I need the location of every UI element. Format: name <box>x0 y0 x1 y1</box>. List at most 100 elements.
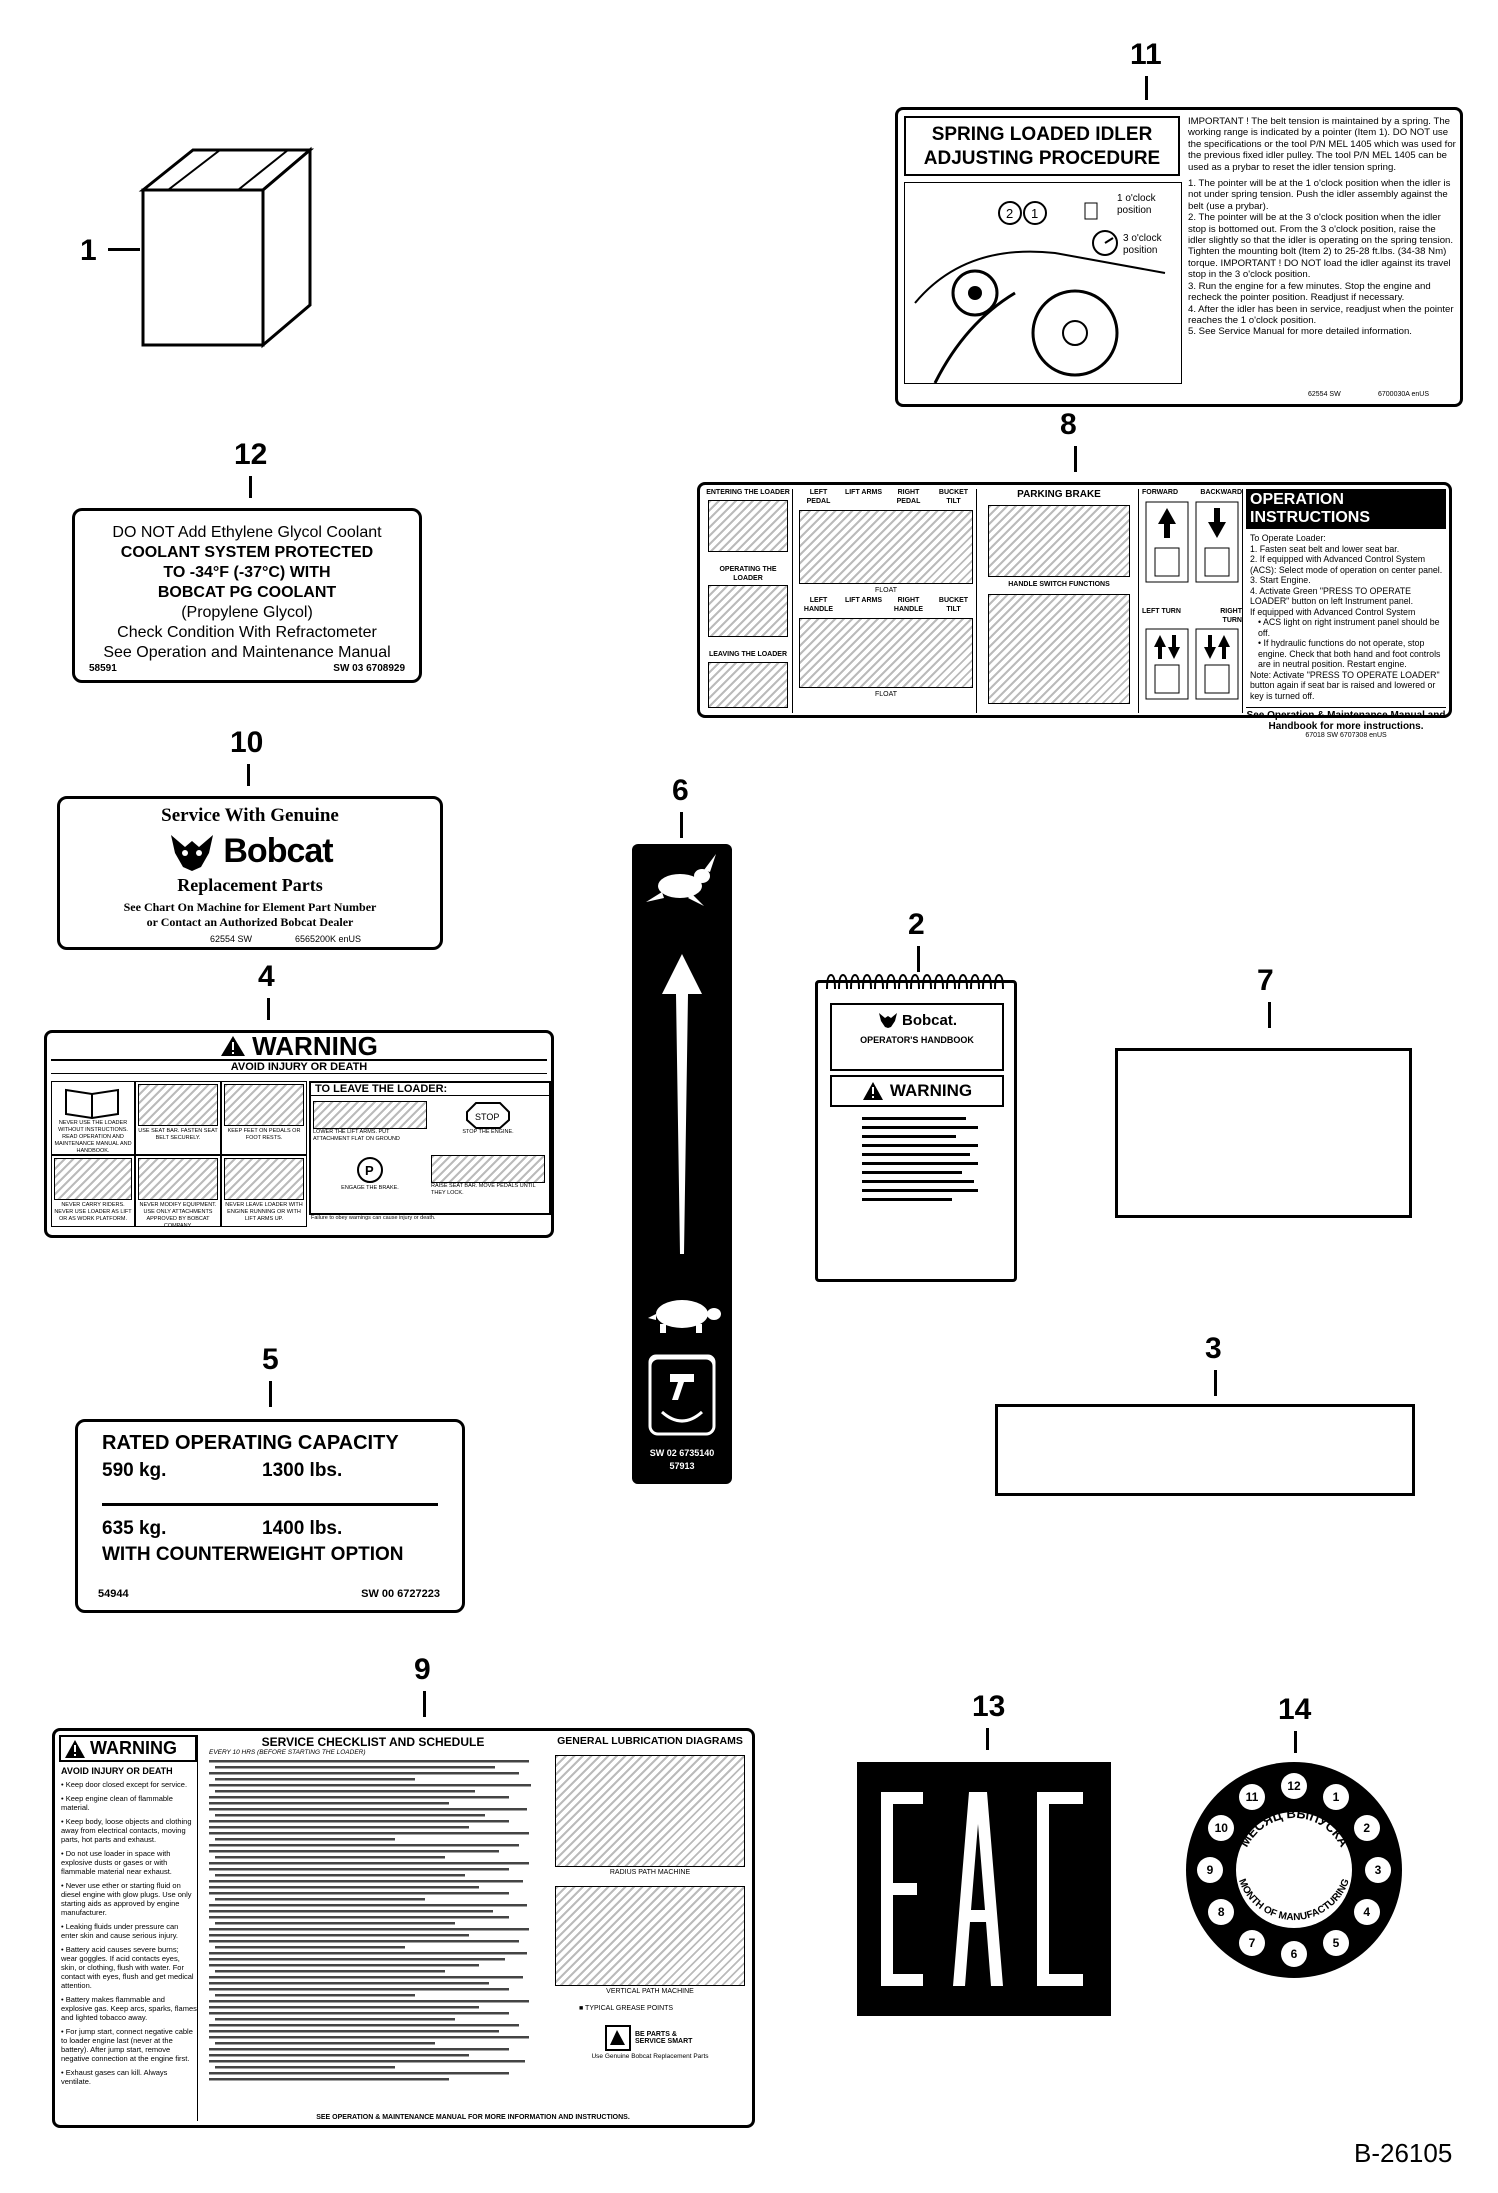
dial-month-4: 4 <box>1353 1899 1380 1925</box>
capacity-divider <box>102 1503 438 1506</box>
vertical-label: VERTICAL PATH MACHINE <box>606 1987 694 1995</box>
warning-cell-6-text: NEVER LEAVE LOADER WITH ENGINE RUNNING O… <box>225 1202 303 1222</box>
leave-step-3-text: ENGAGE THE BRAKE. <box>341 1185 399 1191</box>
decal-9-service-checklist: WARNING AVOID INJURY OR DEATH • Keep doo… <box>52 1728 755 2128</box>
operating-illustration <box>708 585 788 638</box>
op-step-4: 4. Activate Green "PRESS TO OPERATE LOAD… <box>1250 585 1414 607</box>
leader-line <box>1074 446 1077 472</box>
idler-title-box: SPRING LOADED IDLER ADJUSTING PROCEDURE <box>904 116 1180 176</box>
svg-text:P: P <box>365 1163 374 1178</box>
brake-column: PARKING BRAKE HANDLE SWITCH FUNCTIONS <box>980 489 1139 713</box>
dial-month-3: 3 <box>1365 1857 1391 1883</box>
idler-important: IMPORTANT ! The belt tension is maintain… <box>1188 116 1456 173</box>
dial-month-10: 10 <box>1208 1815 1235 1841</box>
item-number-10: 10 <box>230 726 264 759</box>
head-bucket-tilt-2: BUCKET TILT <box>938 597 969 613</box>
genuine-line4: See Chart On Machine for Element Part Nu… <box>123 900 377 914</box>
decal-5-rated-capacity: RATED OPERATING CAPACITY 590 kg. 1300 lb… <box>75 1419 465 1613</box>
leave-step-2: STOP STOP THE ENGINE. <box>431 1101 545 1153</box>
vertical-machine-illustration <box>555 1885 745 1986</box>
entering-label: ENTERING THE LOADER <box>706 489 790 496</box>
op-step-7: • If hydraulic functions do not operate,… <box>1258 638 1441 669</box>
strip-code-1: SW 02 6735140 <box>649 1448 715 1458</box>
capacity-kg-2: 635 kg. <box>102 1518 167 1539</box>
leader-line <box>247 764 250 786</box>
head-lift-arms-2: LIFT ARMS <box>844 597 883 605</box>
month-dial-icon <box>1186 1762 1402 1978</box>
decal-2-operators-handbook: Bobcat. OPERATOR'S HANDBOOK WARNING <box>815 973 1017 1282</box>
head-lift-arms: LIFT ARMS <box>844 489 883 496</box>
item-number-1: 1 <box>80 234 97 267</box>
op-step-3: 3. Start Engine. <box>1250 575 1311 585</box>
idler-pulley-icon: 2 1 <box>914 201 1166 383</box>
to-leave-panel: TO LEAVE THE LOADER: LOWER THE LIFT ARMS… <box>309 1081 551 1215</box>
warning-subtitle: AVOID INJURY OR DEATH <box>51 1059 547 1074</box>
service-avoid: AVOID INJURY OR DEATH <box>61 1766 173 1776</box>
head-right-handle: RIGHT HANDLE <box>893 597 924 613</box>
leader-line <box>917 946 920 972</box>
coolant-line5: (Propylene Glycol) <box>181 604 313 621</box>
leader-line <box>680 812 683 838</box>
dial-month-9: 9 <box>1197 1857 1223 1883</box>
eac-logo-icon <box>881 1792 1083 1986</box>
leader-line <box>1294 1731 1297 1753</box>
warning-cell-4: NEVER CARRY RIDERS. NEVER USE LOADER AS … <box>51 1155 135 1227</box>
leader-line <box>269 1381 272 1407</box>
handbook-warning: WARNING <box>830 1075 1004 1107</box>
float-label-bottom: FLOAT <box>874 690 898 698</box>
idler-code-2: 6700030A enUS <box>1378 391 1429 399</box>
checklist-text-lines <box>209 1760 531 2081</box>
service-warning-title: WARNING <box>90 1738 177 1758</box>
service-warning-column: WARNING AVOID INJURY OR DEATH • Keep doo… <box>59 1735 198 2121</box>
service-bullet-9: For jump start, connect negative cable t… <box>61 2027 193 2063</box>
op-note: Note: Activate "PRESS TO OPERATE LOADER"… <box>1250 669 1440 701</box>
coolant-line4: BOBCAT PG COOLANT <box>157 584 337 601</box>
service-bullet-2: Keep engine clean of flammable material. <box>61 1794 173 1812</box>
idler-step-4: 4. After the idler has been in service, … <box>1188 303 1454 326</box>
throttle-dial-icon <box>648 1356 716 1436</box>
warning-cell-5-text: NEVER MODIFY EQUIPMENT. USE ONLY ATTACHM… <box>139 1202 217 1229</box>
lubrication-column: GENERAL LUBRICATION DIAGRAMS RADIUS PATH… <box>549 1735 751 2105</box>
head-left-handle: LEFT HANDLE <box>803 597 834 613</box>
head-left-pedal: LEFT PEDAL <box>806 489 831 505</box>
genuine-code-2: 6565200K enUS <box>295 933 362 944</box>
parts-service-icon <box>605 2025 631 2052</box>
svg-text:STOP: STOP <box>475 1112 499 1122</box>
grease-text: TYPICAL GREASE POINTS <box>585 2004 674 2012</box>
coolant-line7: See Operation and Maintenance Manual <box>103 644 391 661</box>
leave-step-4-text: RAISE SEAT BAR. MOVE PEDALS UNTIL THEY L… <box>431 1183 536 1196</box>
warning-cell-5: NEVER MODIFY EQUIPMENT. USE ONLY ATTACHM… <box>135 1155 221 1229</box>
svg-text:MONTH OF MANUFACTURING: MONTH OF MANUFACTURING <box>1236 1877 1352 1923</box>
turtle-icon <box>648 1300 721 1333</box>
warning-cell-1: NEVER USE THE LOADER WITHOUT INSTRUCTION… <box>51 1081 135 1155</box>
warning-cell-4-text: NEVER CARRY RIDERS. NEVER USE LOADER AS … <box>54 1202 132 1222</box>
leave-step-2-text: STOP THE ENGINE. <box>462 1129 514 1135</box>
head-bucket-tilt: BUCKET TILT <box>938 489 969 505</box>
service-bullet-5: Never use ether or starting fluid on die… <box>61 1881 192 1917</box>
entry-column: ENTERING THE LOADER OPERATING THE LOADER… <box>704 489 793 713</box>
operating-label: OPERATING THE LOADER <box>719 565 777 582</box>
operation-footer: See Operation & Maintenance Manual and H… <box>1246 707 1446 732</box>
forward-backward-arrows-icon <box>1145 501 1239 583</box>
callout-3-oclock: 3 o'clock position <box>1123 233 1162 256</box>
item-number-3: 3 <box>1205 1332 1222 1365</box>
item-number-13: 13 <box>972 1690 1006 1723</box>
brake-icon: P <box>357 1157 383 1183</box>
item-number-12: 12 <box>234 438 268 471</box>
handbook-warning-text: WARNING <box>889 1081 973 1100</box>
warning-title: WARNING <box>252 1030 378 1061</box>
lubrication-title: GENERAL LUBRICATION DIAGRAMS <box>557 1735 743 1747</box>
leader-line <box>249 476 252 498</box>
checklist-title: SERVICE CHECKLIST AND SCHEDULE <box>261 1735 485 1749</box>
leaving-illustration <box>708 662 788 708</box>
direction-column: FORWARD BACKWARD LEFT TURN RIGHT TURN <box>1142 489 1243 713</box>
leader-line <box>1268 1002 1271 1028</box>
service-checklist: SERVICE CHECKLIST AND SCHEDULE EVERY 10 … <box>203 1735 543 2105</box>
warning-head: WARNING <box>47 1030 551 1061</box>
operation-text: OPERATION INSTRUCTIONS To Operate Loader… <box>1246 489 1446 741</box>
entering-illustration <box>708 499 788 552</box>
leader-line <box>1145 76 1148 100</box>
leave-step-1-text: LOWER THE LIFT ARMS. PUT ATTACHMENT FLAT… <box>313 1129 400 1142</box>
dial-month-12: 12 <box>1281 1773 1307 1799</box>
